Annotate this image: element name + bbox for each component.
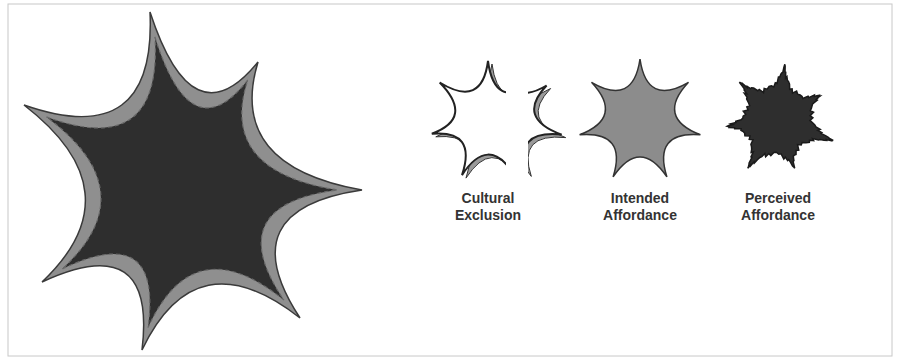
- shape-node: Intended Affordance: [572, 56, 708, 228]
- perceived-star: [727, 64, 833, 168]
- large-star-inner: [47, 37, 338, 328]
- intended-star: [580, 59, 701, 177]
- shape-node: Perceived Affordance: [710, 56, 846, 228]
- shape-node: Cultural Exclusion: [420, 56, 556, 228]
- shape-outline: [710, 56, 846, 186]
- shape-outline: [420, 56, 556, 186]
- star-outline: [432, 61, 506, 175]
- excluded-fragment: [528, 61, 566, 178]
- shape-outline: [572, 56, 708, 186]
- fragment-outline: [528, 61, 562, 175]
- excluded-star-part: [432, 61, 506, 178]
- shape-label: Cultural Exclusion: [440, 190, 536, 224]
- shape-label: Perceived Affordance: [730, 190, 826, 224]
- frame: [8, 4, 892, 356]
- large-star-outer: [24, 12, 362, 350]
- shape-label: Intended Affordance: [592, 190, 688, 224]
